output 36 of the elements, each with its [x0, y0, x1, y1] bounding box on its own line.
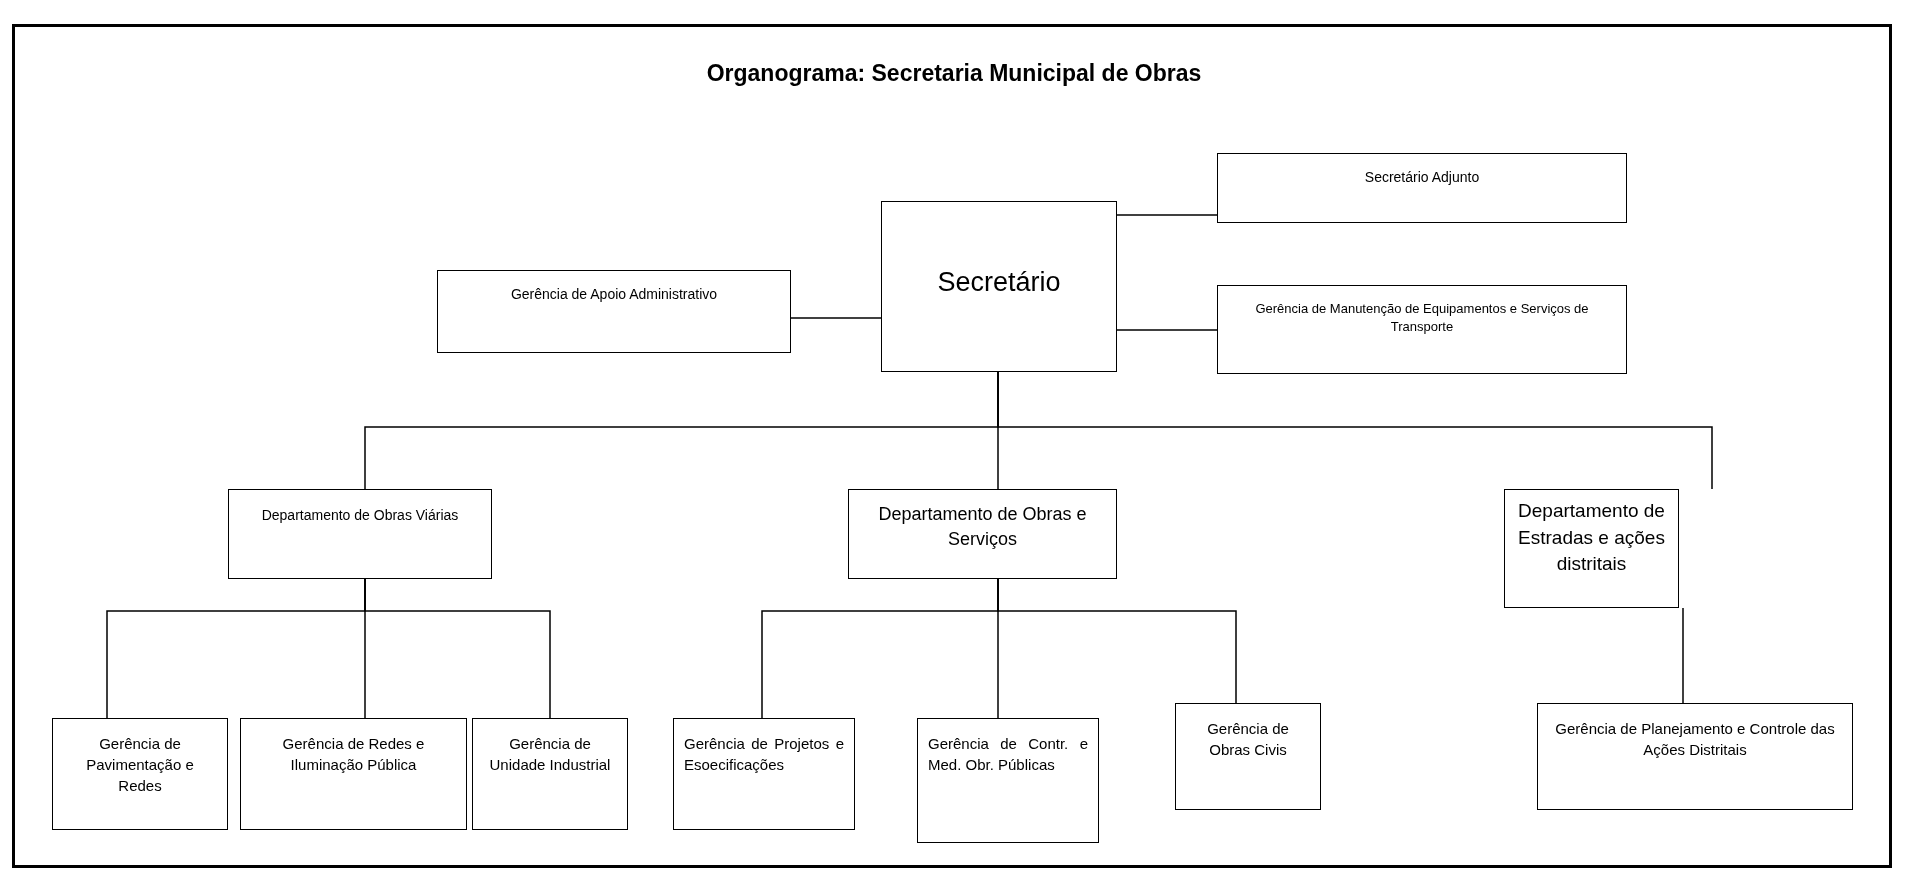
unit-name: Gerência de Projetos e Esoecificações	[684, 734, 844, 775]
org-unit-box	[1504, 489, 1679, 608]
unit-name: Departamento de Estradas e ações distritais	[1517, 499, 1666, 577]
connector-line	[364, 578, 551, 719]
diagram-title: Organograma: Secretaria Municipal de Obras	[706, 60, 1202, 87]
unit-name: Departamento de Obras Viárias	[260, 506, 460, 525]
org-unit-box	[673, 718, 855, 830]
connector-line	[1116, 329, 1218, 331]
org-unit-box	[1175, 703, 1321, 810]
org-unit-box	[881, 201, 1117, 372]
unit-name: Gerência de Apoio Administrativo	[509, 285, 719, 304]
org-unit-box	[437, 270, 791, 353]
org-unit-box	[472, 718, 628, 830]
org-unit-box	[1217, 153, 1627, 223]
unit-name: Gerência de Pavimentação e Redes	[85, 734, 195, 796]
org-unit-box	[1217, 285, 1627, 374]
unit-name: Gerência de Planejamento e Controle das Ações Distritais	[1554, 719, 1836, 760]
org-unit-box	[240, 718, 467, 830]
org-unit-box	[52, 718, 228, 830]
unit-name: Secretário Adjunto	[1363, 168, 1481, 187]
unit-name: Gerência de Manutenção de Equipamentos e Serviços de Transporte	[1254, 300, 1590, 337]
unit-name: Gerência de Unidade Industrial	[488, 734, 612, 775]
unit-name: Gerência de Redes e Iluminação Pública	[281, 734, 426, 775]
unit-name: Secretário	[936, 266, 1062, 299]
unit-name: Gerência de Contr. e Med. Obr. Públicas	[928, 734, 1088, 775]
unit-name: Gerência de Obras Civis	[1206, 719, 1290, 760]
connector-line	[1682, 607, 1684, 704]
connector-line	[997, 371, 1713, 490]
connector-line	[790, 317, 882, 319]
org-unit-box	[848, 489, 1117, 579]
org-unit-box	[228, 489, 492, 579]
org-unit-box	[1537, 703, 1853, 810]
org-unit-box	[917, 718, 1099, 843]
connector-line	[997, 578, 1237, 704]
connector-line	[1116, 214, 1218, 216]
unit-name: Departamento de Obras e Serviços	[877, 503, 1088, 552]
